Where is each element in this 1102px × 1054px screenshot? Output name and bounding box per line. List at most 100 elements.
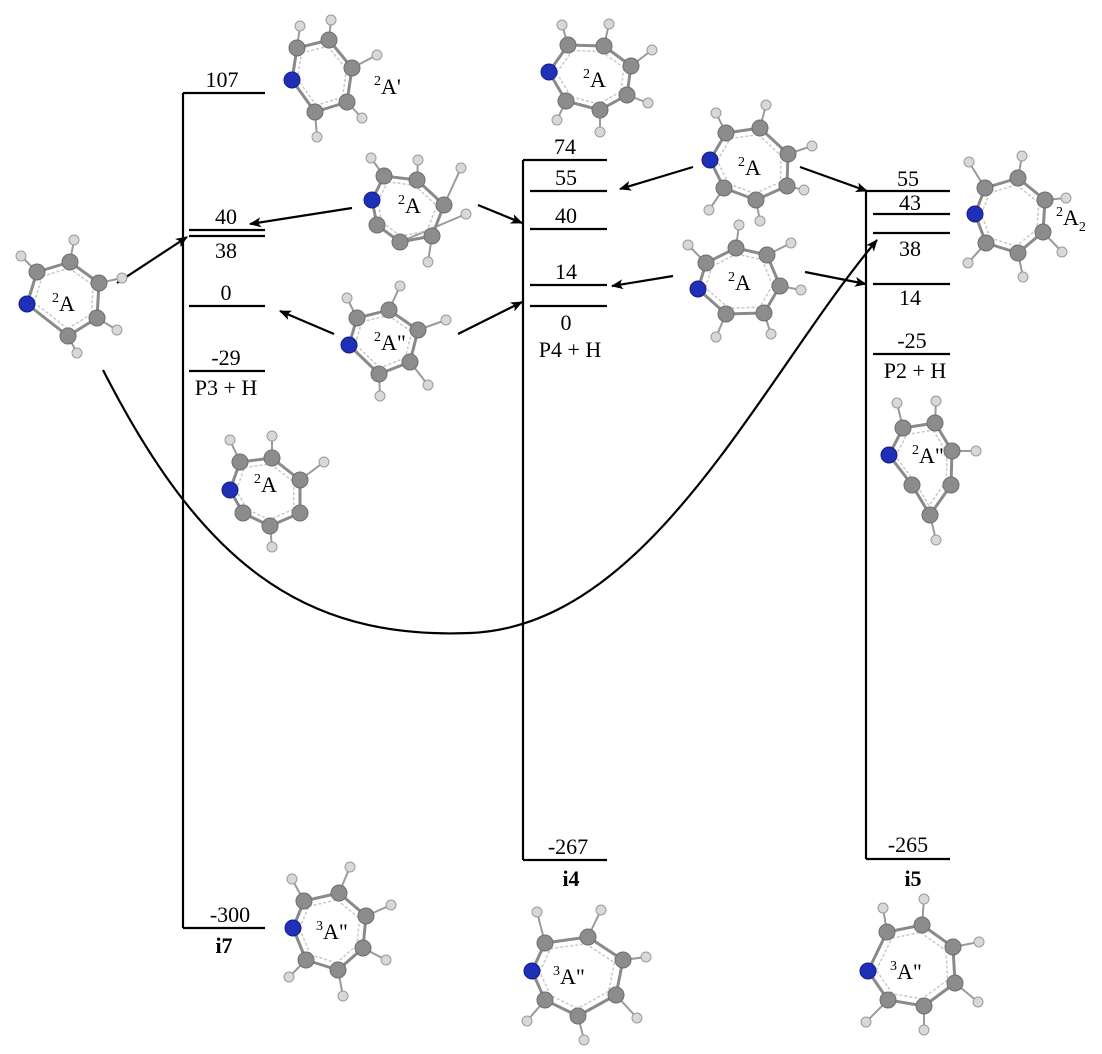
channel-i7: 107 40 38 0 -29 P3 + H -300 i7 <box>181 67 265 958</box>
ring-inner-bond <box>556 72 572 97</box>
carbon-atom <box>755 304 773 322</box>
ring-inner-bond <box>235 467 246 491</box>
hydrogen-atom <box>578 1034 590 1046</box>
carbon-atom <box>717 305 735 323</box>
state-labels: 2A' 2A 2A 2A 2A 2A" 2A 2A2 2A" 2A 3A" 3A… <box>52 67 1086 989</box>
carbon-atom <box>330 884 348 902</box>
carbon-atom <box>1034 223 1052 241</box>
nitrogen-atom <box>221 481 239 499</box>
ring-inner-bond <box>601 50 625 69</box>
ring-inner-bond <box>891 931 921 939</box>
carbon-atom <box>375 167 393 185</box>
ring-inner-bond <box>539 948 552 972</box>
hydrogen-atom <box>710 107 722 119</box>
ring-inner-bond <box>268 508 294 521</box>
carbon-atom <box>59 327 77 345</box>
ring-inner-bond <box>336 944 358 964</box>
hydrogen-atom <box>68 234 80 246</box>
carbon-atom <box>291 504 309 522</box>
hydrogen-atom <box>394 280 406 292</box>
state-label-40: 2A <box>398 193 421 218</box>
ring-inner-bond <box>404 331 413 359</box>
carbon-atom <box>697 254 715 272</box>
carbon-atom <box>370 365 388 383</box>
nitrogen-atom <box>966 205 984 223</box>
hydrogen-atom <box>806 140 818 152</box>
carbon-atom <box>408 171 426 189</box>
nitrogen-atom <box>689 280 707 298</box>
ring-inner-bond <box>244 463 271 469</box>
hydrogen-atom <box>116 272 128 284</box>
value-minus265: -265 <box>888 832 928 857</box>
carbon-atom <box>357 907 375 925</box>
state-label-p2: 2A" <box>912 443 944 468</box>
ring-inner-bond <box>316 96 343 107</box>
carbon-atom <box>878 923 896 941</box>
hydrogen-atom <box>891 397 903 409</box>
hydrogen-atom <box>1017 271 1029 283</box>
hydrogen-atom <box>595 904 607 916</box>
hydrogen-atom <box>798 184 810 196</box>
ring-inner-bond <box>921 979 949 1000</box>
hydrogen-atom <box>631 1012 643 1024</box>
arrow-to-i5-55 <box>799 165 868 193</box>
hydrogen-atom <box>972 996 984 1008</box>
nitrogen-atom <box>540 63 558 81</box>
state-label-i4: 3A" <box>553 964 585 989</box>
arrows <box>102 165 878 635</box>
carbon-atom <box>261 517 279 535</box>
value-55-i5: 55 <box>897 166 919 191</box>
carbon-atom <box>343 59 361 77</box>
hydrogen-atom <box>733 219 745 231</box>
hydrogen-atom <box>71 347 83 359</box>
carbon-atom <box>291 471 309 489</box>
state-label-p3: 2A <box>254 472 277 497</box>
carbon-atom <box>435 196 453 214</box>
carbon-atom <box>536 991 554 1009</box>
hydrogen-atom <box>356 112 368 124</box>
hydrogen-atom <box>710 331 722 343</box>
hydrogen-atom <box>703 204 715 216</box>
nitrogen-atom <box>701 151 719 169</box>
carbon-atom <box>618 86 636 104</box>
hydrogen-atom <box>640 951 652 963</box>
value-55-i4: 55 <box>555 165 577 190</box>
arrow-to-i7-0 <box>279 309 335 336</box>
molecule-structures <box>15 14 1072 1046</box>
ring-inner-bond <box>354 321 363 345</box>
hydrogen-atom <box>337 990 349 1002</box>
carbon-atom <box>234 504 252 522</box>
hydrogen-atom <box>962 257 974 269</box>
nitrogen-atom <box>284 919 302 937</box>
arrow-reactant-to-i5-38 <box>102 239 878 635</box>
carbon-atom <box>409 321 427 339</box>
arrow-to-i4-14 <box>611 274 674 290</box>
hydrogen-atom <box>385 899 397 911</box>
hydrogen-atom <box>603 18 615 30</box>
molecule-top-i4 <box>540 18 658 138</box>
ring-inner-bond <box>356 918 361 945</box>
state-label-0: 2A" <box>374 330 406 355</box>
ring-inner-bond <box>296 52 303 80</box>
molecule-p2 <box>880 395 982 546</box>
hydrogen-atom <box>531 906 543 918</box>
hydrogen-atom <box>1060 192 1072 204</box>
product-p3-label: P3 + H <box>195 375 258 400</box>
hydrogen-atom <box>682 239 694 251</box>
ring-inner-bond <box>730 133 759 140</box>
hydrogen-atom <box>325 14 337 26</box>
hydrogen-atom <box>344 861 356 873</box>
ring-inner-bond <box>296 78 317 106</box>
product-p4-label: P4 + H <box>539 337 602 362</box>
hydrogen-atom <box>286 873 298 885</box>
ring-inner-bond <box>550 943 586 950</box>
carbon-atom <box>976 179 994 197</box>
nitrogen-atom <box>363 191 381 209</box>
carbon-atom <box>338 93 356 111</box>
hydrogen-atom <box>440 314 452 326</box>
ring-inner-bond <box>539 971 552 996</box>
intermediate-label-i7: i7 <box>215 933 232 958</box>
carbon-atom <box>715 179 733 197</box>
value-107: 107 <box>206 67 239 92</box>
carbon-atom <box>622 57 640 75</box>
